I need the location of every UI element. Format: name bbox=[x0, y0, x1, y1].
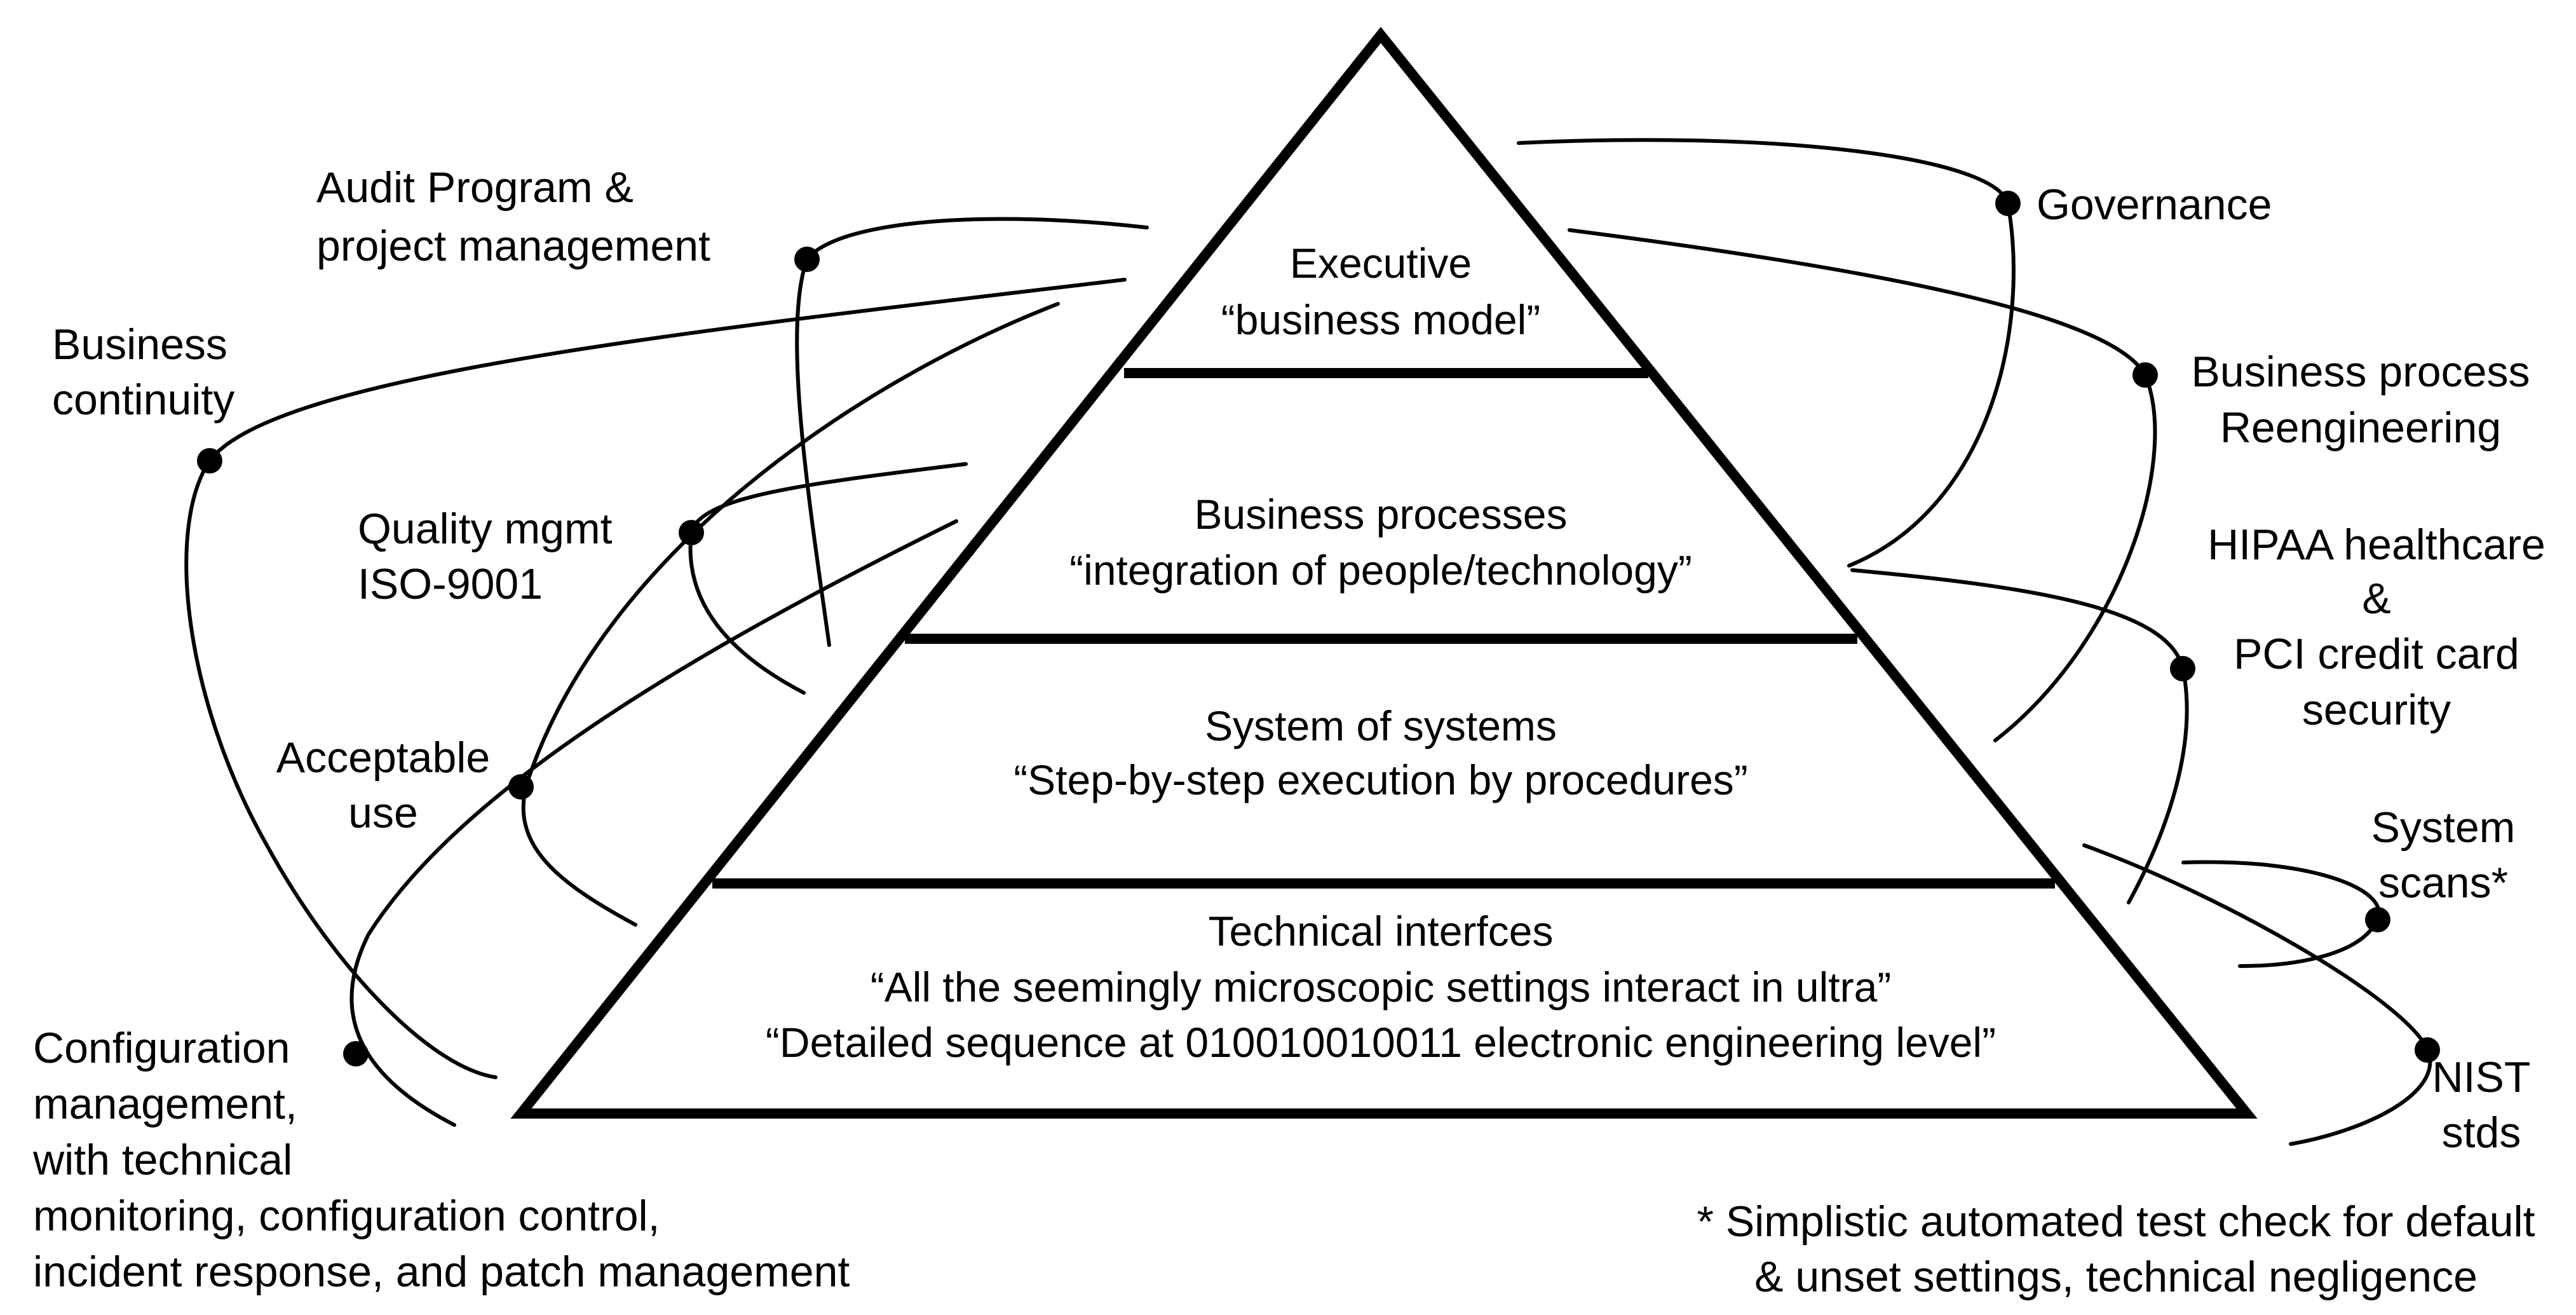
label-line: with technical bbox=[32, 1136, 292, 1184]
dot-nist bbox=[2415, 1037, 2440, 1063]
label-line: & bbox=[2362, 575, 2390, 623]
label-acceptable-use: Acceptable use bbox=[276, 733, 490, 837]
tier-subtitle: “business model” bbox=[1221, 296, 1541, 343]
dot-hipaa-pci bbox=[2170, 656, 2195, 681]
dot-business-continuity bbox=[197, 448, 222, 474]
label-line: scans* bbox=[2378, 859, 2508, 907]
label-business-continuity: Business continuity bbox=[52, 320, 234, 424]
tier-subtitle: “integration of people/technology” bbox=[1069, 547, 1692, 594]
tier-subtitle-2: “Detailed sequence at 010010010011 elect… bbox=[766, 1019, 1996, 1066]
label-line: Audit Program & bbox=[316, 163, 634, 212]
footnote-line: & unset settings, technical negligence bbox=[1754, 1253, 2478, 1301]
tier-title: Business processes bbox=[1195, 491, 1568, 538]
label-line: project management bbox=[316, 222, 710, 270]
tier-subtitle-1: “All the seemingly microscopic settings … bbox=[871, 964, 1892, 1011]
label-line: security bbox=[2302, 686, 2451, 734]
label-line: stds bbox=[2442, 1108, 2521, 1157]
dot-governance bbox=[1995, 191, 2021, 216]
label-system-scans: System scans* bbox=[2371, 803, 2516, 907]
tier-title: Technical interfces bbox=[1209, 908, 1554, 955]
tier-title: Executive bbox=[1290, 240, 1472, 287]
label-line: Reengineering bbox=[2220, 404, 2501, 452]
dot-acceptable-use bbox=[508, 774, 534, 800]
label-line: incident response, and patch management bbox=[33, 1248, 850, 1296]
label-line: Configuration bbox=[33, 1024, 290, 1072]
label-quality-mgmt: Quality mgmt ISO-9001 bbox=[358, 505, 613, 608]
label-hipaa-pci: HIPAA healthcare & PCI credit card secur… bbox=[2207, 521, 2545, 734]
tier-executive: Executive “business model” bbox=[1221, 240, 1541, 343]
label-line: ISO-9001 bbox=[358, 560, 543, 608]
connector-business-continuity bbox=[184, 278, 1127, 1079]
label-line: Quality mgmt bbox=[358, 505, 613, 553]
tier-title: System of systems bbox=[1205, 702, 1557, 749]
dot-system-scans bbox=[2365, 907, 2390, 932]
connector-governance bbox=[1517, 138, 2016, 568]
tier-subtitle: “Step-by-step execution by procedures” bbox=[1013, 756, 1748, 803]
dot-bpr bbox=[2132, 362, 2158, 388]
label-audit-program: Audit Program & project management bbox=[316, 163, 710, 270]
tier-technical-interfaces: Technical interfces “All the seemingly m… bbox=[766, 908, 1996, 1066]
dot-configuration bbox=[343, 1041, 369, 1066]
connector-bpr bbox=[1568, 228, 2157, 742]
label-configuration-management: Configuration management, with technical… bbox=[32, 1024, 850, 1296]
label-line: PCI credit card bbox=[2234, 630, 2519, 678]
footnote: * Simplistic automated test check for de… bbox=[1697, 1197, 2535, 1301]
connector-nist bbox=[2082, 843, 2432, 1146]
label-business-process-reengineering: Business process Reengineering bbox=[2192, 348, 2530, 452]
tier-system-of-systems: System of systems “Step-by-step executio… bbox=[1013, 702, 1748, 803]
label-line: use bbox=[348, 789, 418, 837]
label-line: Governance bbox=[2037, 181, 2272, 229]
label-line: Business bbox=[52, 320, 227, 369]
label-line: monitoring, configuration control, bbox=[33, 1192, 660, 1240]
label-line: continuity bbox=[52, 376, 234, 424]
dot-audit bbox=[794, 247, 820, 272]
connector-quality-2 bbox=[521, 302, 1060, 927]
label-line: Acceptable bbox=[276, 733, 490, 782]
footnote-line: * Simplistic automated test check for de… bbox=[1697, 1197, 2535, 1246]
label-governance: Governance bbox=[2037, 181, 2272, 229]
label-line: HIPAA healthcare bbox=[2207, 521, 2545, 569]
connector-dots bbox=[197, 191, 2440, 1066]
label-line: Business process bbox=[2192, 348, 2530, 396]
connector-hipaa-pci bbox=[1850, 568, 2189, 904]
tier-business-processes: Business processes “integration of peopl… bbox=[1069, 491, 1692, 594]
label-nist-stds: NIST stds bbox=[2432, 1053, 2531, 1157]
label-line: NIST bbox=[2432, 1053, 2531, 1101]
pyramid-outline bbox=[510, 27, 2258, 1119]
pyramid bbox=[510, 27, 2258, 1119]
label-line: management, bbox=[33, 1080, 297, 1128]
connector-system-scans bbox=[2181, 860, 2381, 968]
dot-quality bbox=[679, 520, 704, 545]
label-line: System bbox=[2371, 803, 2516, 852]
